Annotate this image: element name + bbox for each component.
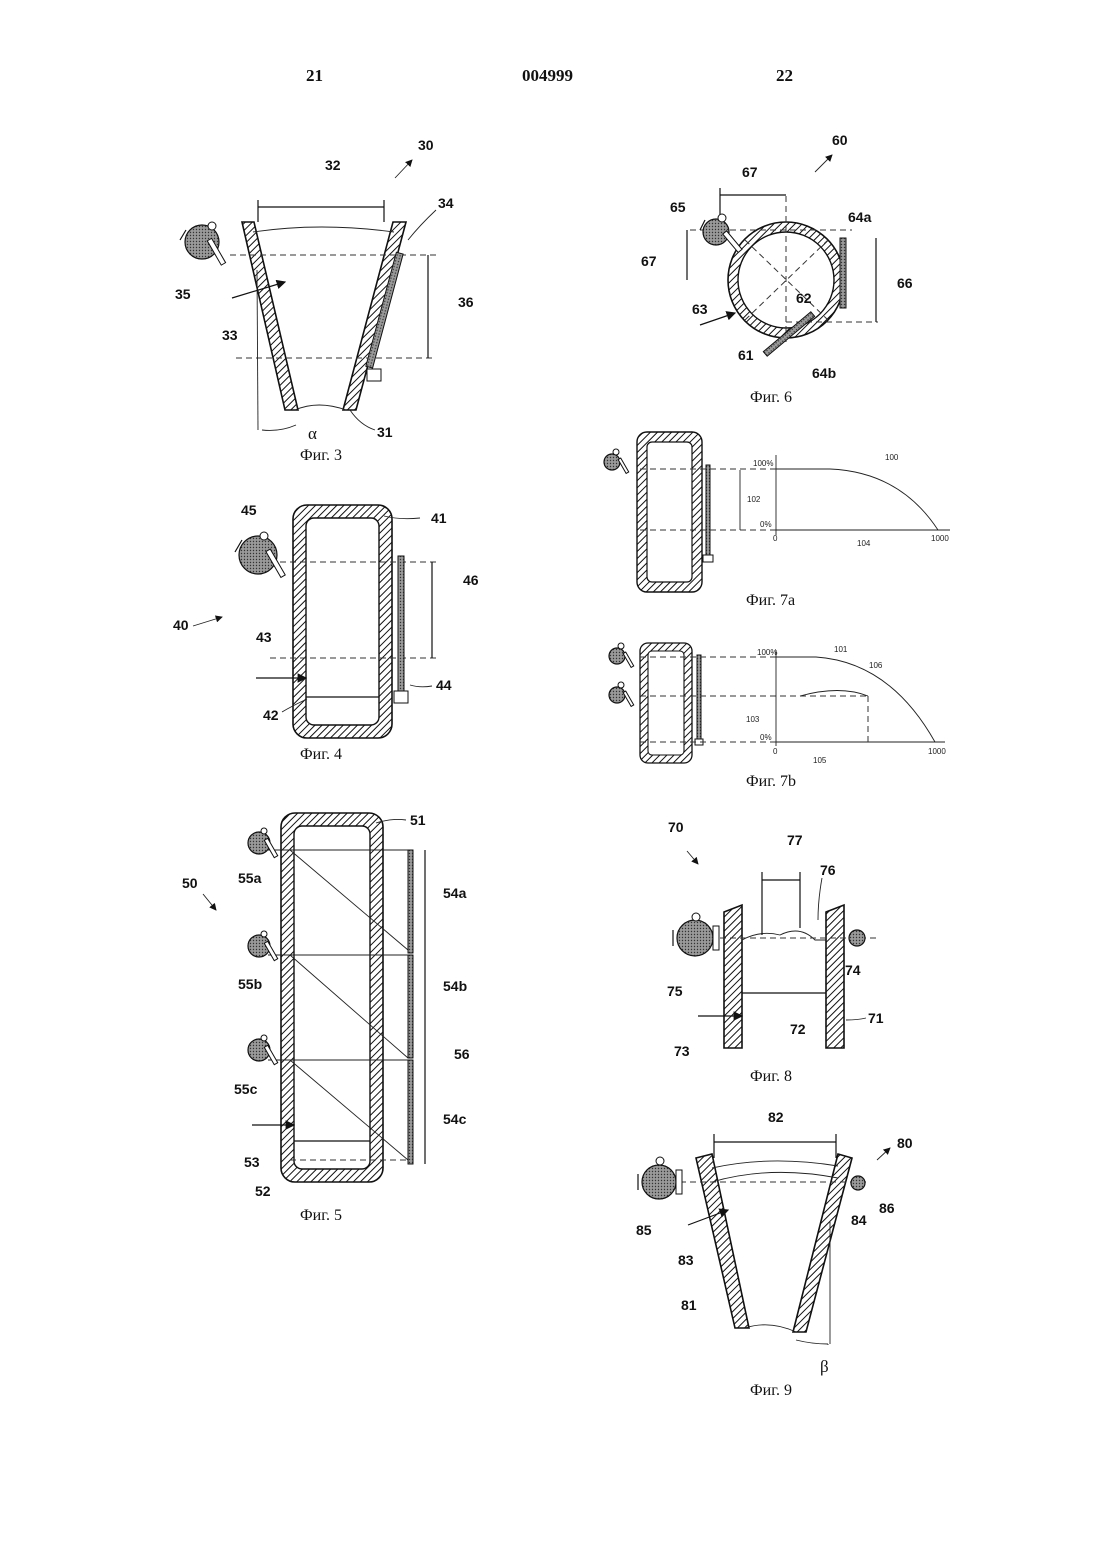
- fig7a-caption: Фиг. 7a: [746, 592, 795, 609]
- fig5-caption: Фиг. 5: [300, 1207, 342, 1224]
- fig7b-curve-label: 101: [834, 645, 848, 654]
- fig5-label-width: 52: [255, 1183, 271, 1199]
- fig8-label-vessel: 71: [868, 1010, 884, 1026]
- fig5-label-arrow: 53: [244, 1154, 260, 1170]
- fig9-angle-beta: β: [820, 1357, 829, 1376]
- figure-7a: 100% 0% 100 102 104 0 1000 Фиг. 7a: [604, 432, 950, 609]
- fig7a-curve: [776, 469, 938, 530]
- fig7b-x0: 0: [773, 747, 778, 756]
- fig3-right-wall: [343, 222, 406, 410]
- fig6-label-det-a: 64a: [848, 209, 872, 225]
- figure-8: 70 77 76 74 75 72 71 73 Фиг. 8: [667, 819, 884, 1085]
- fig4-caption: Фиг. 4: [300, 746, 342, 763]
- figure-4: 45 41 40 46 43 44 42 Фиг. 4: [173, 502, 479, 763]
- fig4-label-arrow: 43: [256, 629, 272, 645]
- fig5-label-src-c: 55c: [234, 1081, 258, 1097]
- fig4-label-ref: 40: [173, 617, 189, 633]
- fig3-caption: Фиг. 3: [300, 447, 342, 464]
- fig9-label-det: 84: [851, 1212, 867, 1228]
- figure-3: 30 32 34 35 33 36 31 α Фиг. 3: [175, 137, 474, 464]
- fig3-label-arrow: 33: [222, 327, 238, 343]
- fig9-label-vessel: 81: [681, 1297, 697, 1313]
- fig5-label-det-b: 54b: [443, 978, 467, 994]
- fig8-label-width-top: 77: [787, 832, 803, 848]
- fig6-label-ref: 60: [832, 132, 848, 148]
- fig6-label-dim-v: 67: [641, 253, 657, 269]
- figure-9: 82 80 85 84 86 83 81 β Фиг. 9: [636, 1109, 913, 1399]
- fig9-label-source: 85: [636, 1222, 652, 1238]
- fig3-liquid-surface: [253, 227, 394, 232]
- fig8-label-det: 74: [845, 962, 861, 978]
- fig3-label-vessel: 31: [377, 424, 393, 440]
- figure-6: 60 67 65 64a 67 66 62 63 61 64b Фиг. 6: [641, 132, 913, 406]
- fig4-label-vessel: 41: [431, 510, 447, 526]
- fig7b-xmax: 1000: [928, 747, 946, 756]
- fig5-label-det-c: 54c: [443, 1111, 467, 1127]
- fig9-caption: Фиг. 9: [750, 1382, 792, 1399]
- fig3-label-height: 36: [458, 294, 474, 310]
- fig7a-pct100: 100%: [753, 459, 773, 468]
- figure-5: 51 50 55a 55b 55c 54a 54b 56 54c 53 52 Ф…: [182, 812, 470, 1224]
- fig3-left-wall: [242, 222, 298, 410]
- fig9-label-line: 86: [879, 1200, 895, 1216]
- fig8-label-width: 72: [790, 1021, 806, 1037]
- fig3-label-bar: 34: [438, 195, 454, 211]
- fig7b-pct100: 100%: [757, 648, 777, 657]
- fig7a-axis-label: 104: [857, 539, 871, 548]
- fig3-bottom-break: [295, 405, 346, 410]
- fig7a-height-label: 102: [747, 495, 761, 504]
- fig4-label-bar: 44: [436, 677, 452, 693]
- fig4-label-height: 46: [463, 572, 479, 588]
- fig6-label-center: 62: [796, 290, 812, 306]
- fig5-label-det-a: 54a: [443, 885, 467, 901]
- fig7a-curve-label: 100: [885, 453, 899, 462]
- fig9-label-ref: 80: [897, 1135, 913, 1151]
- fig4-label-width: 42: [263, 707, 279, 723]
- fig6-label-height: 66: [897, 275, 913, 291]
- fig5-label-src-b: 55b: [238, 976, 262, 992]
- fig7b-axis-label: 105: [813, 756, 827, 765]
- fig5-label-vessel: 51: [410, 812, 426, 828]
- fig7b-height-label: 103: [746, 715, 760, 724]
- fig6-label-det-b: 64b: [812, 365, 836, 381]
- fig9-label-arrow: 83: [678, 1252, 694, 1268]
- fig7b-pct0: 0%: [760, 733, 772, 742]
- fig6-label-source: 65: [670, 199, 686, 215]
- fig3-detector-base: [367, 369, 381, 381]
- fig9-label-width: 82: [768, 1109, 784, 1125]
- fig7b-curve: [776, 657, 935, 742]
- fig6-label-vessel: 61: [738, 347, 754, 363]
- fig3-angle-alpha: α: [308, 424, 317, 443]
- fig5-label-ref: 50: [182, 875, 198, 891]
- fig4-detector-bar: [398, 556, 404, 691]
- fig6-label-dim-h: 67: [742, 164, 758, 180]
- fig8-caption: Фиг. 8: [750, 1068, 792, 1085]
- figure-7b: 100% 0% 101 106 103 105 0 1000 Фиг. 7b: [609, 643, 946, 790]
- fig7a-x0: 0: [773, 534, 778, 543]
- fig3-label-ref: 30: [418, 137, 434, 153]
- fig8-label-surface: 76: [820, 862, 836, 878]
- fig6-caption: Фиг. 6: [750, 389, 792, 406]
- fig6-label-arrow: 63: [692, 301, 708, 317]
- fig4-label-source: 45: [241, 502, 257, 518]
- fig8-label-ref: 70: [668, 819, 684, 835]
- fig5-label-height: 56: [454, 1046, 470, 1062]
- fig8-label-source: 75: [667, 983, 683, 999]
- fig7a-pct0: 0%: [760, 520, 772, 529]
- fig3-label-source: 35: [175, 286, 191, 302]
- fig7a-xmax: 1000: [931, 534, 949, 543]
- fig5-label-src-a: 55a: [238, 870, 262, 886]
- fig7b-cross-label: 106: [869, 661, 883, 670]
- fig3-angle-arc: [262, 425, 296, 430]
- fig7b-caption: Фиг. 7b: [746, 773, 796, 790]
- fig3-label-width: 32: [325, 157, 341, 173]
- fig8-label-arrow: 73: [674, 1043, 690, 1059]
